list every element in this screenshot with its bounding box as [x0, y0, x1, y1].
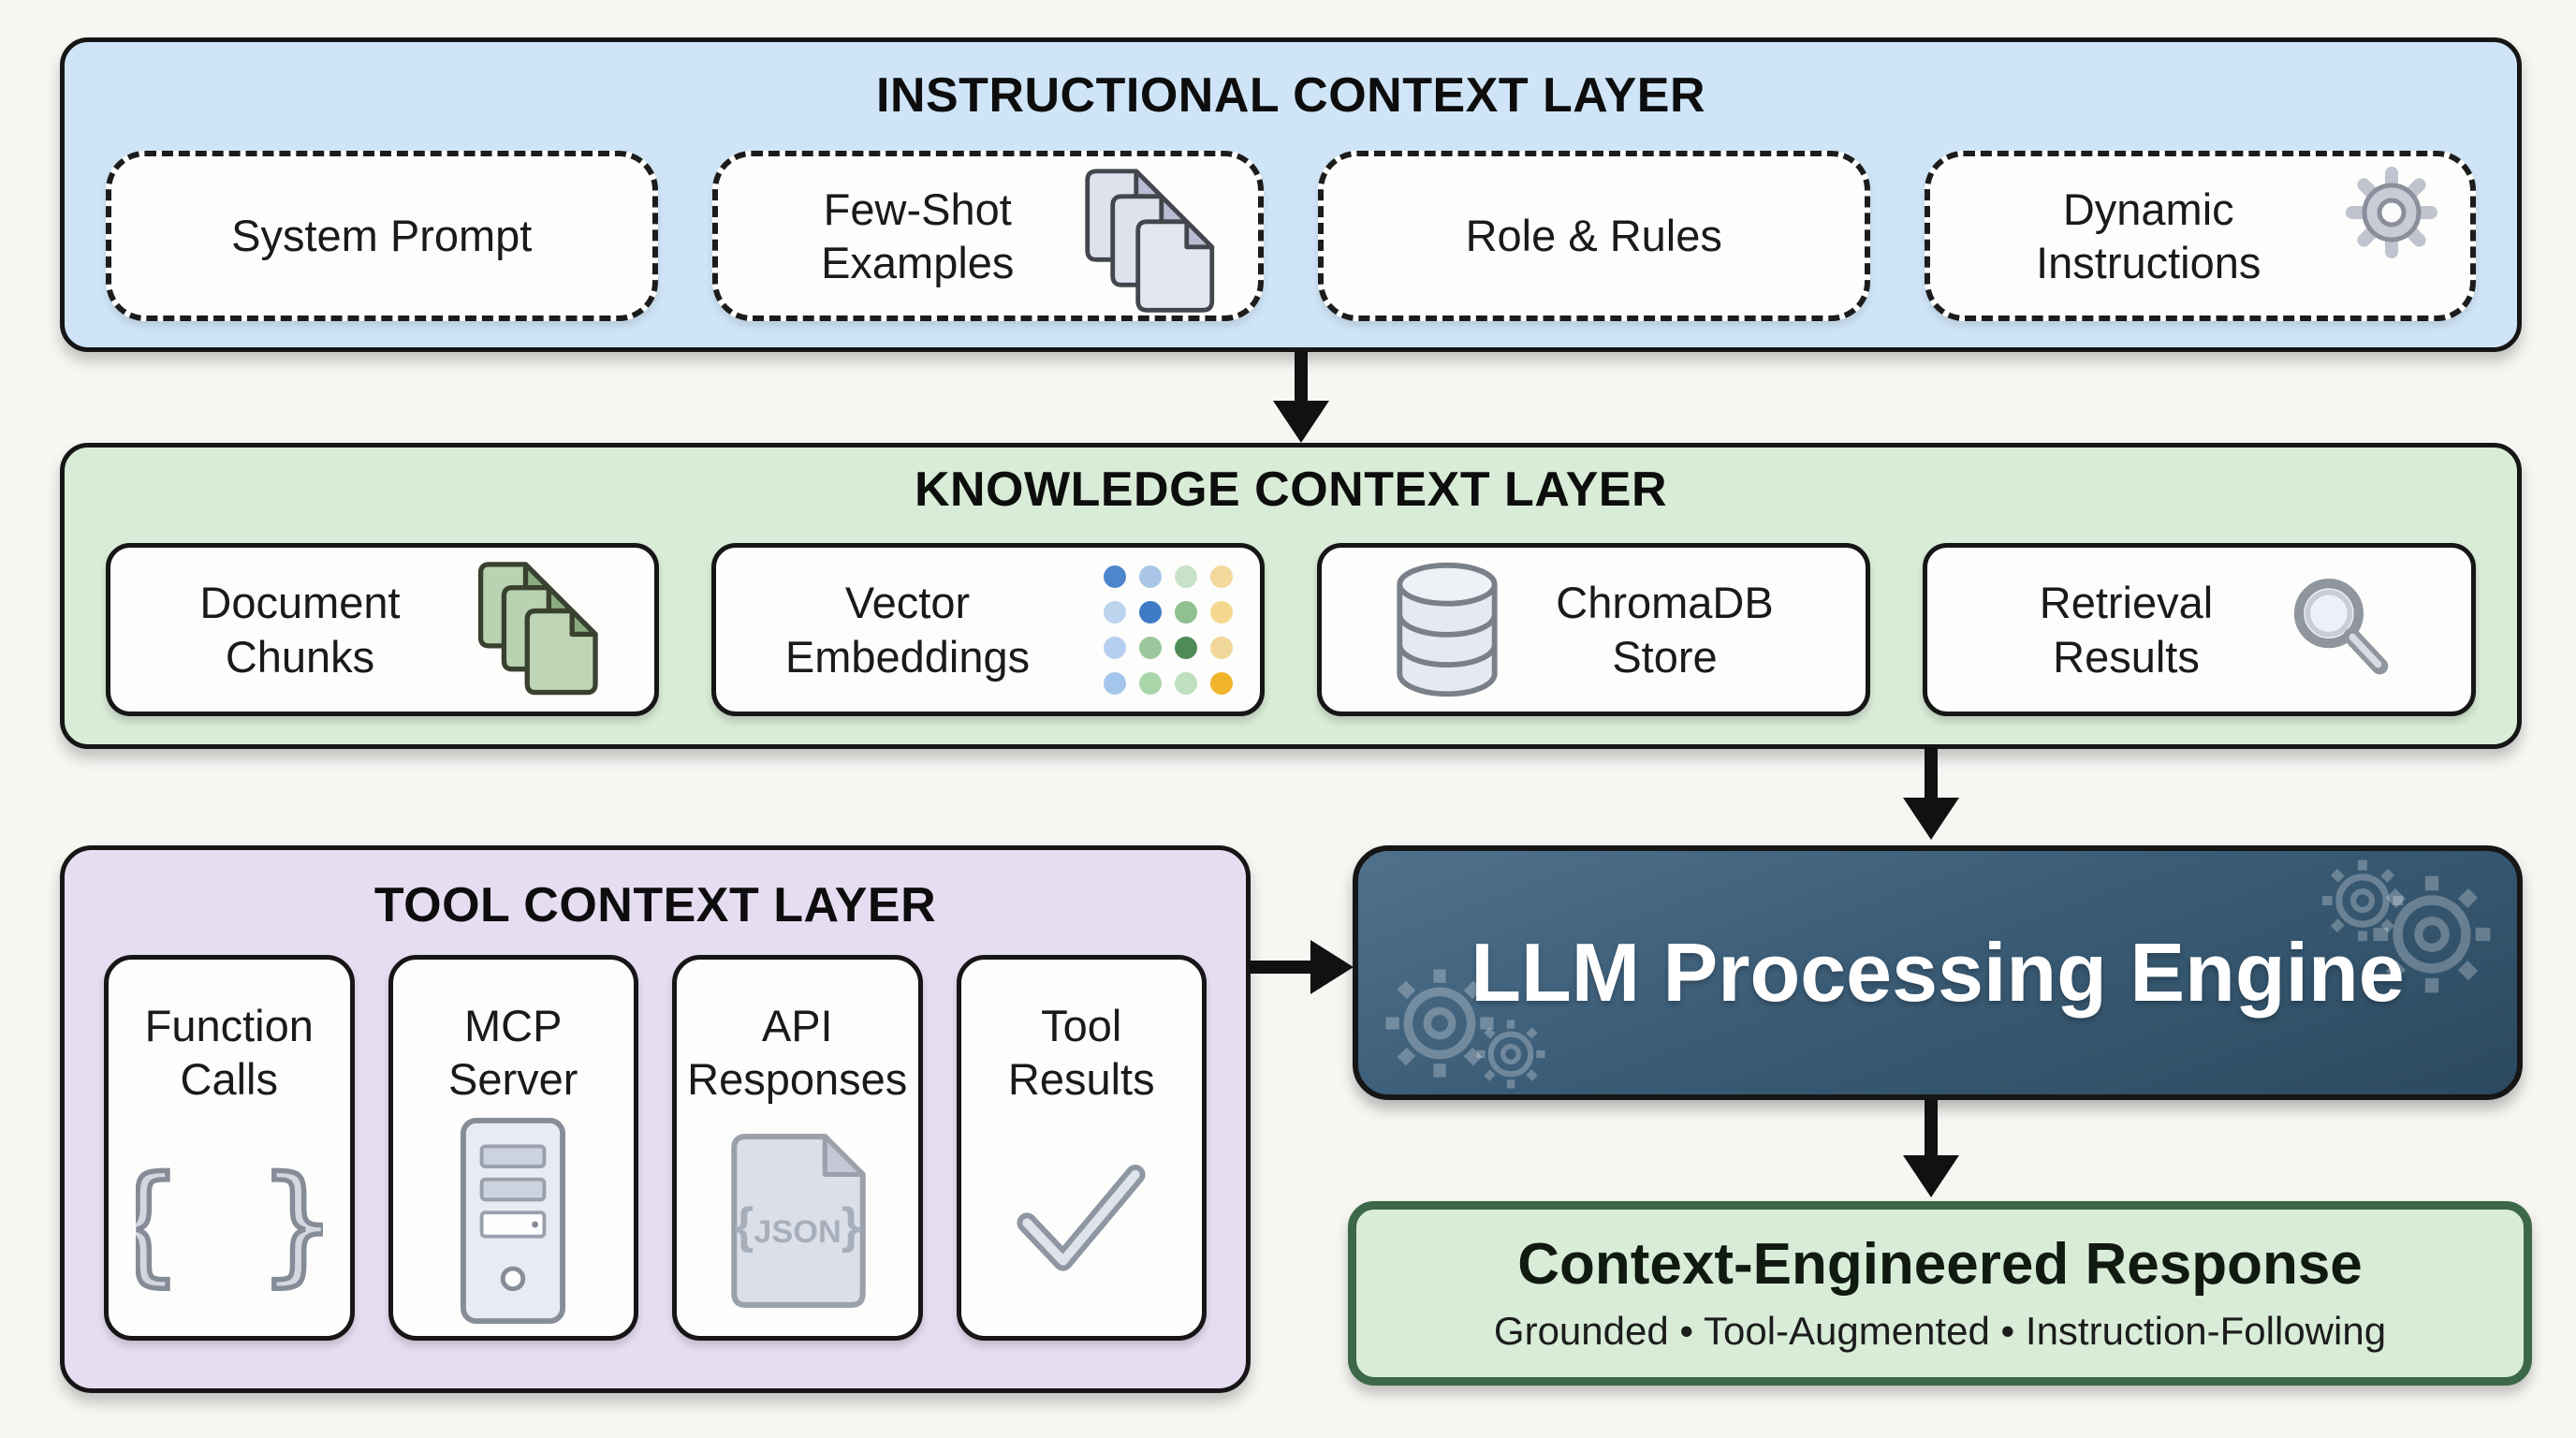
tool-results-label: Tool Results: [1007, 1001, 1155, 1105]
checkmark-icon: [1017, 1165, 1146, 1271]
svg-text:{JSON}: {JSON}: [735, 1199, 860, 1255]
mcp-server-box: MCP Server: [388, 955, 638, 1341]
dynamic-instructions-box: Dynamic Instructions: [1924, 151, 2476, 321]
tool-layer-title: TOOL CONTEXT LAYER: [373, 878, 937, 932]
role-rules-box: Role & Rules: [1318, 151, 1870, 321]
api-responses-label: API Responses: [687, 1001, 908, 1105]
instructional-items-row: System Prompt Few-Shot Examples Role: [65, 151, 2517, 321]
document-chunks-box: Document Chunks: [106, 543, 659, 716]
few-shot-examples-box: Few-Shot Examples: [711, 151, 1264, 321]
tool-results-box: Tool Results: [956, 955, 1207, 1341]
role-rules-label: Role & Rules: [1465, 211, 1722, 261]
function-calls-label: Function Calls: [144, 1001, 314, 1105]
embedding-dot: [1103, 636, 1126, 659]
embedding-dot: [1209, 565, 1233, 588]
vector-embeddings-box: Vector Embeddings: [711, 543, 1265, 716]
tool-context-layer: TOOL CONTEXT LAYER Function Calls { } MC…: [60, 845, 1251, 1393]
embedding-dot: [1209, 636, 1233, 659]
system-prompt-label: System Prompt: [231, 211, 533, 261]
api-responses-box: API Responses {JSON}: [672, 955, 923, 1341]
chromadb-store-label: ChromaDB Store: [1556, 578, 1774, 682]
instructional-layer-title: INSTRUCTIONAL CONTEXT LAYER: [876, 68, 1705, 123]
few-shot-examples-label: Few-Shot Examples: [821, 183, 1015, 287]
vector-embeddings-label: Vector Embeddings: [784, 578, 1031, 682]
embedding-dot: [1209, 671, 1233, 695]
gear-icon: [1476, 1020, 1545, 1089]
embedding-dot: [1103, 671, 1126, 695]
embedding-dots-icon: [1103, 565, 1233, 695]
dynamic-instructions-label: Dynamic Instructions: [2036, 183, 2261, 287]
svg-text:{ }: { }: [136, 1150, 323, 1299]
context-engineered-response-box: Context-Engineered Response Grounded • T…: [1348, 1201, 2532, 1386]
embedding-dot: [1103, 565, 1126, 588]
mcp-server-label: MCP Server: [448, 1001, 578, 1105]
embedding-dot: [1174, 600, 1197, 624]
embedding-dot: [1138, 600, 1162, 624]
retrieval-results-label: Retrieval Results: [2039, 578, 2214, 682]
server-icon: [461, 1118, 566, 1325]
knowledge-items-row: Document Chunks Vector Embeddings: [65, 543, 2517, 716]
function-calls-box: Function Calls { }: [104, 955, 355, 1341]
document-chunks-label: Document Chunks: [199, 578, 401, 682]
llm-processing-engine-box: LLM Processing Engine: [1353, 845, 2523, 1100]
system-prompt-box: System Prompt: [106, 151, 658, 321]
response-subtitle: Grounded • Tool-Augmented • Instruction-…: [1493, 1308, 2387, 1353]
retrieval-results-box: Retrieval Results: [1923, 543, 2476, 716]
embedding-dot: [1138, 636, 1162, 659]
document-chunks-icon: [477, 561, 598, 695]
embedding-dot: [1174, 671, 1197, 695]
response-title: Context-Engineered Response: [1517, 1232, 2363, 1298]
chromadb-store-box: ChromaDB Store: [1317, 543, 1870, 716]
llm-processing-engine-title: LLM Processing Engine: [1471, 926, 2405, 1019]
embedding-dot: [1138, 565, 1162, 588]
magnifier-icon: [2293, 578, 2388, 674]
embedding-dot: [1103, 600, 1126, 624]
gear-icon: [1385, 969, 1494, 1078]
gear-icon: [2346, 167, 2437, 258]
embedding-dot: [1209, 600, 1233, 624]
curly-braces-icon: { }: [136, 1148, 323, 1301]
gear-icon: [2373, 875, 2491, 993]
gear-icon: [2321, 859, 2404, 942]
instructional-context-layer: INSTRUCTIONAL CONTEXT LAYER System Promp…: [60, 37, 2522, 352]
database-icon: [1396, 562, 1498, 697]
documents-stack-icon: [1085, 169, 1215, 313]
knowledge-layer-title: KNOWLEDGE CONTEXT LAYER: [914, 462, 1668, 517]
json-file-icon: {JSON}: [731, 1134, 866, 1309]
tool-items-row: Function Calls { } MCP Server: [65, 955, 1246, 1341]
embedding-dot: [1138, 671, 1162, 695]
embedding-dot: [1174, 565, 1197, 588]
embedding-dot: [1174, 636, 1197, 659]
knowledge-context-layer: KNOWLEDGE CONTEXT LAYER Document Chunks: [60, 443, 2522, 749]
